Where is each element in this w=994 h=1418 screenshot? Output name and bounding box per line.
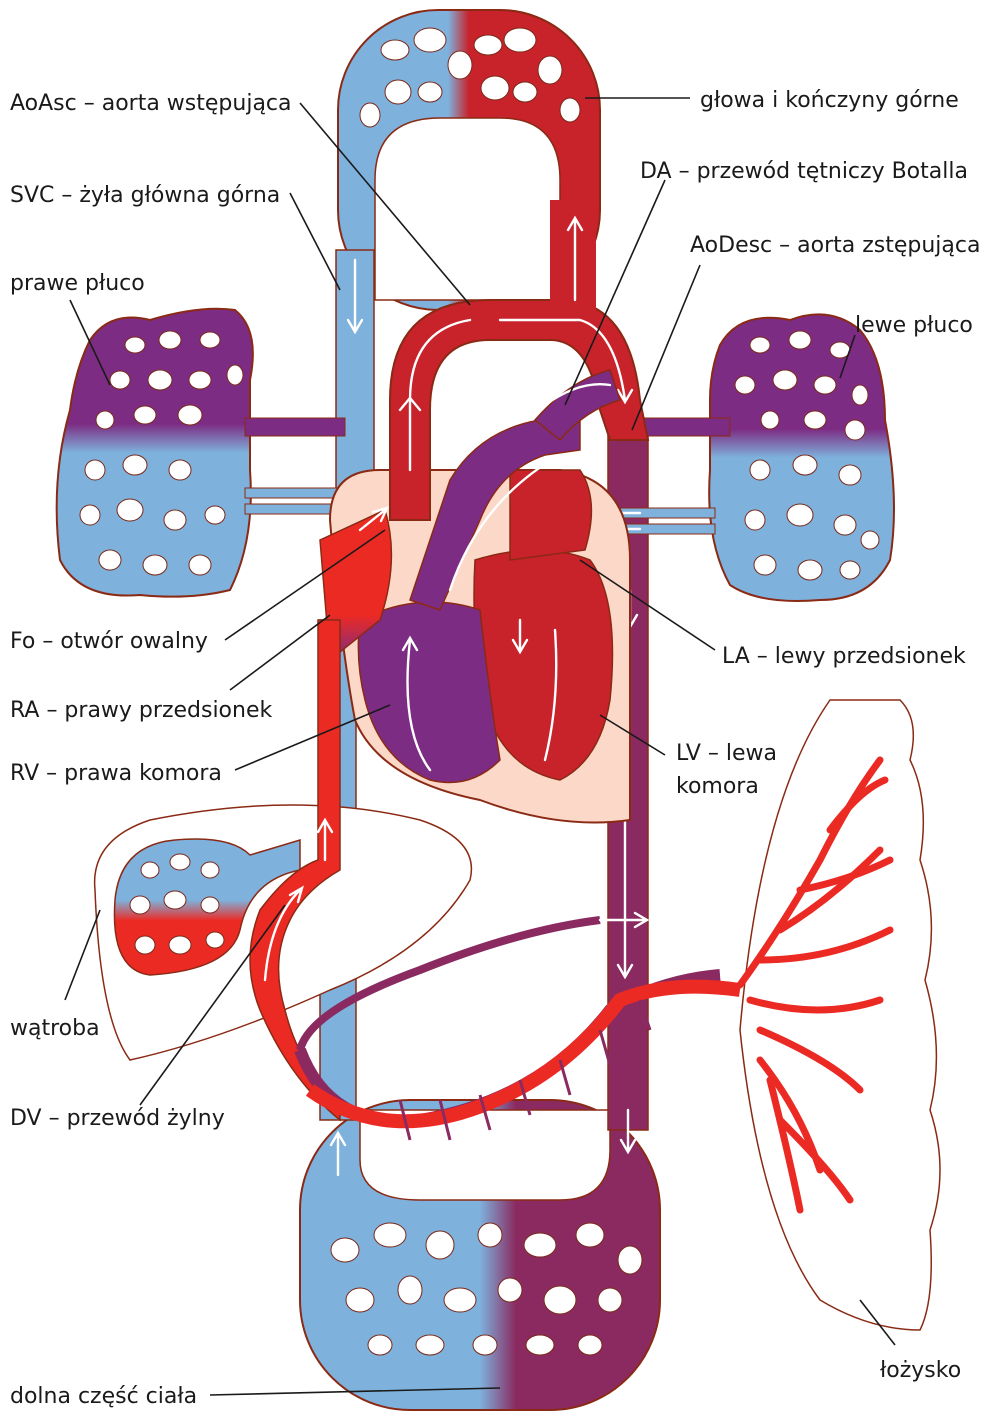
placenta-villi [736, 756, 894, 1214]
label-head: głowa i kończyny górne [700, 88, 959, 113]
label-fo: Fo – otwór owalny [10, 629, 208, 654]
left-atrium [509, 469, 593, 561]
head-upper-limbs-circulation [337, 9, 601, 311]
heart [319, 419, 631, 824]
label-lv-line1: LV – lewa [676, 741, 777, 766]
lower-body-circulation [299, 1099, 661, 1411]
liver-sinusoids [129, 853, 225, 955]
left-lung-alveoli [734, 330, 880, 581]
umbilical-cord [294, 911, 741, 1141]
label-rv: RV – prawa komora [10, 761, 222, 786]
right-lung [55, 307, 254, 598]
label-aodesc: AoDesc – aorta zstępująca [690, 233, 980, 258]
head-capillary-holes [359, 27, 581, 128]
labels: AoAsc – aorta wstępująca SVC – żyła głów… [10, 88, 980, 1409]
label-liver: wątroba [10, 1016, 100, 1041]
right-ventricle [357, 601, 501, 784]
ductus-venosus [249, 619, 341, 1122]
leader-lines [64, 97, 896, 1396]
label-placenta: łożysko [880, 1358, 961, 1383]
label-lv-line2: komora [676, 774, 759, 799]
label-la: LA – lewy przedsionek [722, 644, 966, 669]
left-lung [708, 313, 895, 602]
label-svc: SVC – żyła główna górna [10, 183, 280, 208]
placenta [736, 699, 941, 1331]
label-lower-body: dolna część ciała [10, 1384, 197, 1409]
label-right-lung: prawe płuco [10, 271, 145, 296]
label-da: DA – przewód tętniczy Botalla [640, 159, 968, 184]
aortic-arch [389, 200, 650, 521]
lower-body-capillary-holes [330, 1222, 643, 1356]
pulmonary-trunk [409, 419, 581, 611]
label-dv: DV – przewód żylny [10, 1106, 225, 1131]
right-lung-alveoli [79, 330, 244, 576]
label-left-lung: lewe płuco [855, 313, 973, 338]
label-aoasc: AoAsc – aorta wstępująca [10, 91, 292, 116]
label-ra: RA – prawy przedsionek [10, 698, 272, 723]
